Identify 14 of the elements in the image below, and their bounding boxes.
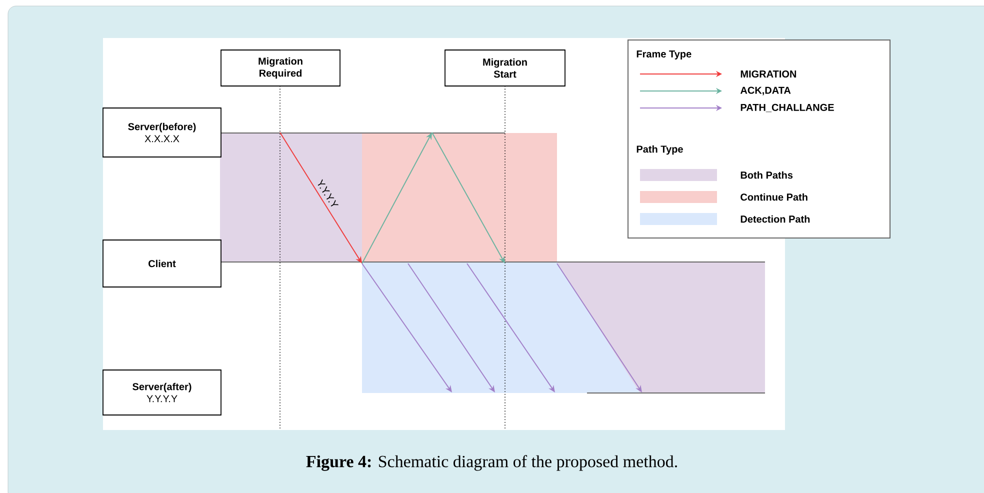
legend-heading: Frame Type	[636, 50, 692, 60]
legend-heading: Path Type	[636, 145, 683, 155]
marker-box: Migration Required	[220, 50, 340, 86]
marker-box: Migration Start	[444, 50, 566, 86]
lifeline-box: Client	[102, 240, 222, 288]
caption: Figure 4: Schematic diagram of the proposed method.	[306, 455, 677, 471]
lifeline-box: Server(before) X.X.X.X	[102, 108, 222, 158]
legend-label: Continue Path	[740, 193, 808, 201]
legend-label: MIGRATION	[740, 70, 796, 78]
legend-label: Both Paths	[740, 171, 793, 179]
lifeline-box: Server(after) Y.Y.Y.Y	[102, 370, 222, 416]
legend-label: PATH_CHALLANGE	[740, 104, 834, 112]
legend-label: ACK,DATA	[740, 86, 791, 96]
legend-label: Detection Path	[740, 215, 810, 223]
